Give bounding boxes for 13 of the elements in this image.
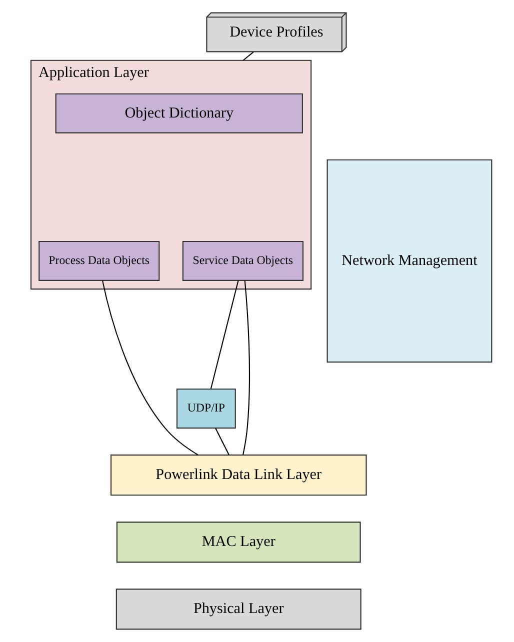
node-box: Service Data Objects — [182, 240, 304, 281]
connector — [215, 428, 230, 456]
node-box: Object Dictionary — [55, 93, 303, 134]
node-box: Network Management — [326, 159, 492, 363]
node-box: Physical Layer — [116, 588, 362, 630]
connector — [210, 280, 239, 389]
connector — [102, 280, 198, 456]
node-box: MAC Layer — [116, 522, 361, 563]
node-box: Process Data Objects — [38, 240, 160, 281]
node-box: Powerlink Data Link Layer — [110, 454, 367, 496]
connector — [242, 52, 254, 61]
node-box: UDP/IP — [176, 388, 236, 429]
connector — [242, 280, 250, 456]
